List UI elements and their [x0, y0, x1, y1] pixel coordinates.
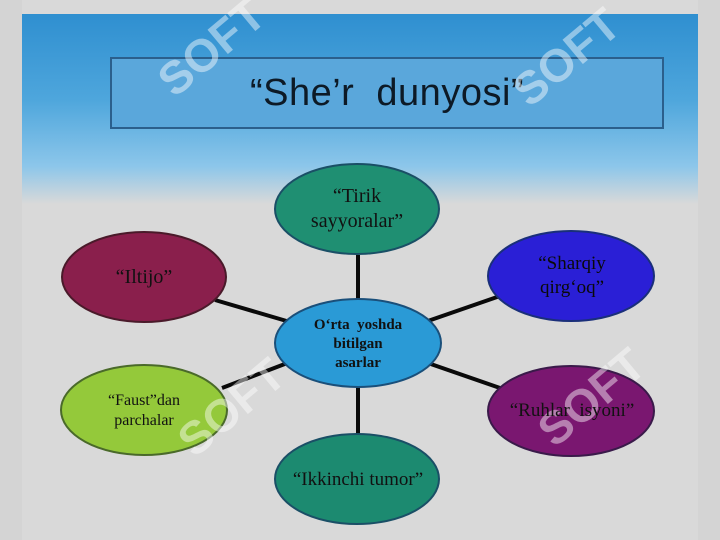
slide-title: “She’r dunyosi”	[249, 71, 525, 114]
center-node	[274, 298, 442, 388]
label-iltijo: “Iltijo”	[74, 262, 214, 292]
center-label-line: bitilgan	[333, 335, 383, 352]
node-iltijo	[61, 231, 227, 323]
label-ruhlar-isyoni: “Ruhlar isyoni”	[490, 396, 654, 426]
node-ruhlar-isyoni	[487, 365, 655, 457]
node-tirik-sayyoralar	[274, 163, 440, 255]
label-line: parchalar	[114, 412, 174, 429]
right-frame	[698, 0, 720, 540]
node-ikkinchi-tumor	[274, 433, 440, 525]
title-box: “She’r dunyosi”	[110, 57, 664, 129]
connector-faust	[221, 360, 291, 390]
label-faust-parchalar: “Faust”dan parchalar	[74, 388, 214, 434]
label-line: “Ruhlar isyoni”	[509, 400, 635, 421]
label-tirik-sayyoralar: “Tirik sayyoralar”	[285, 174, 429, 244]
connector-sharqiy	[424, 294, 501, 324]
label-line: sayyoralar”	[310, 210, 404, 232]
node-faust-parchalar	[60, 364, 228, 456]
label-line: “Faust”dan	[108, 392, 180, 409]
left-frame	[0, 0, 22, 540]
connector-iltijo	[214, 298, 291, 324]
label-line: “Iltijo”	[115, 266, 173, 288]
label-ikkinchi-tumor: “Ikkinchi tumor”	[276, 465, 440, 495]
node-sharqiy-qirgoq	[487, 230, 655, 322]
label-line: “Sharqiy	[538, 253, 606, 274]
label-sharqiy-qirgoq: “Sharqiy qirg‘oq”	[500, 246, 644, 306]
center-label-line: asarlar	[335, 354, 381, 371]
center-label-line: O‘rta yoshda	[313, 316, 403, 333]
label-line: “Ikkinchi tumor”	[292, 469, 424, 490]
center-node-label: O‘rta yoshda bitilgan asarlar	[288, 314, 428, 374]
label-line: “Tirik	[332, 185, 382, 207]
label-line: qirg‘oq”	[539, 277, 605, 298]
connector-ruhlar	[424, 360, 501, 390]
